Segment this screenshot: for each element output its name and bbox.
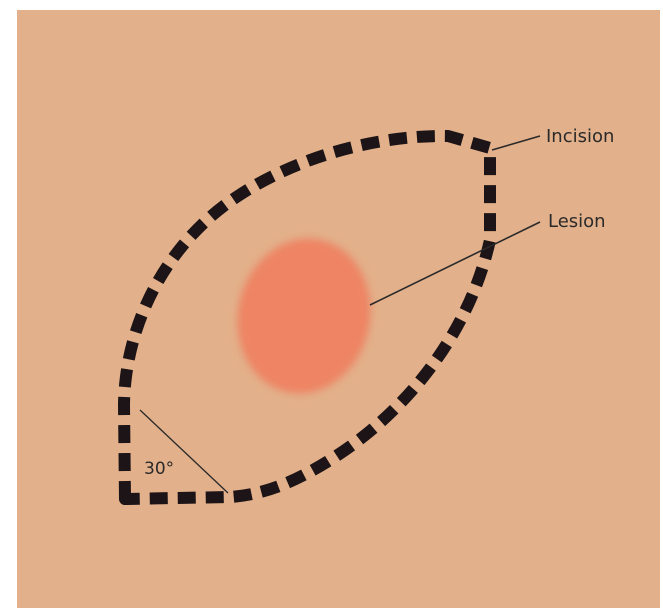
incision-label: Incision bbox=[546, 126, 614, 147]
lesion-label: Lesion bbox=[548, 211, 606, 232]
angle-label: 30° bbox=[144, 459, 174, 479]
